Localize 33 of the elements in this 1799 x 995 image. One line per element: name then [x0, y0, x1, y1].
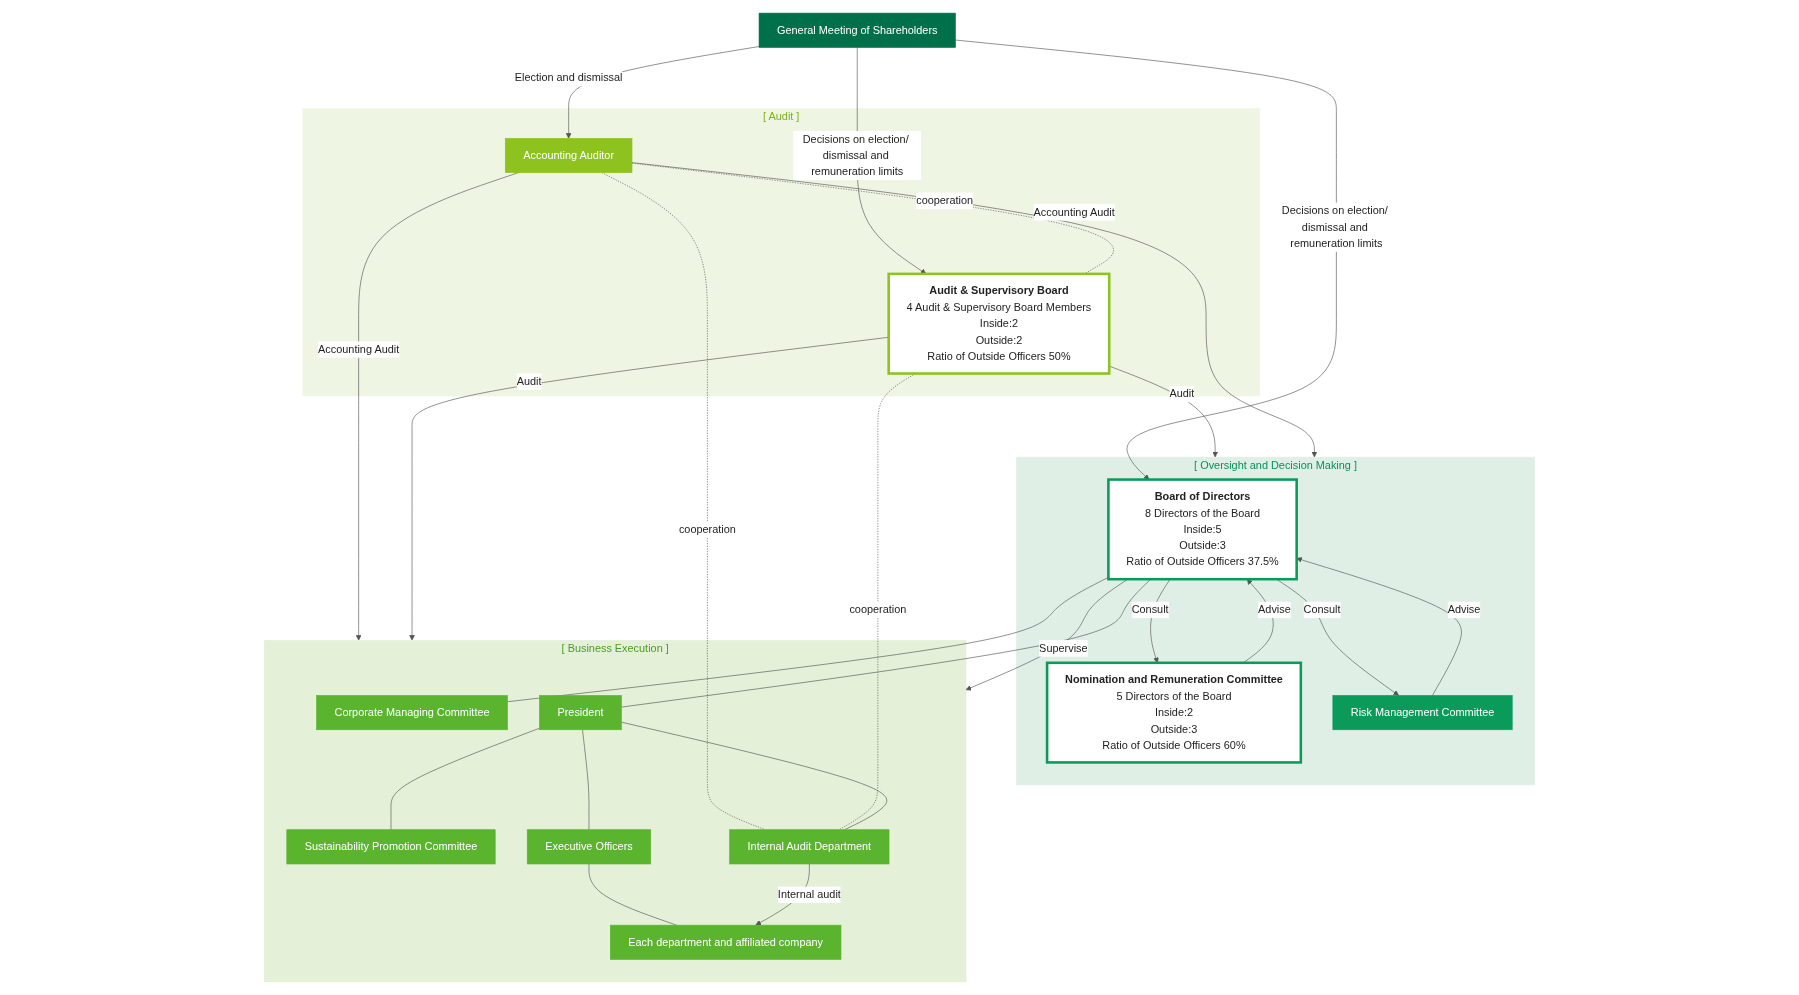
edge-label: cooperation [849, 603, 907, 616]
node-box: Sustainability Promotion Committee [286, 829, 496, 865]
node-box: Executive Officers [526, 829, 651, 865]
node-box: Internal Audit Department [729, 829, 890, 865]
node-box: Accounting Auditor [504, 138, 633, 173]
edge-label: Internal audit [777, 888, 841, 901]
node-box: Corporate Managing Committee [316, 695, 508, 731]
edge-label: Accounting Audit [318, 343, 400, 356]
connector [507, 577, 1109, 703]
edge-label: Election and dismissal [514, 71, 623, 84]
node-box: General Meeting of Shareholders [758, 12, 956, 48]
node-box: Board of Directors 8 Directors of the Board Inside:5 Outside:3 Ratio of Outside Officers 37.5% [1107, 478, 1298, 581]
edge-label: Audit [516, 375, 542, 388]
edge-label: Advise [1258, 603, 1291, 616]
edge-label: Consult [1131, 603, 1169, 616]
edge-label: cooperation [916, 194, 974, 207]
connector [588, 863, 677, 926]
node-box: President [539, 695, 622, 731]
edge-label: cooperation [678, 523, 736, 536]
edge-label: Supervise [1039, 642, 1088, 655]
connector [390, 727, 540, 831]
node-box: Nomination and Remuneration Committee 5 Directors of the Board Inside:2 Outside:3 Ratio of Outside Officers 60% [1045, 661, 1303, 764]
edge-label: Audit [1169, 387, 1195, 400]
edge-label: Consult [1303, 603, 1341, 616]
connector [621, 721, 888, 831]
edge-label: Advise [1447, 603, 1481, 616]
node-box: Each department and affiliated company [610, 924, 842, 960]
node-box: Audit & Supervisory Board 4 Audit & Supervisory Board Members Inside:2 Outside:2 Ratio of Outside Officers 50% [887, 272, 1111, 375]
connector [582, 729, 590, 831]
node-box: Risk Management Committee [1332, 695, 1513, 731]
edge-label: Accounting Audit [1033, 205, 1115, 219]
edge-label: Decisions on election/ dismissal and remuneration limits [1281, 204, 1388, 250]
edge-label: Decisions on election/ dismissal and remuneration limits [802, 132, 909, 178]
